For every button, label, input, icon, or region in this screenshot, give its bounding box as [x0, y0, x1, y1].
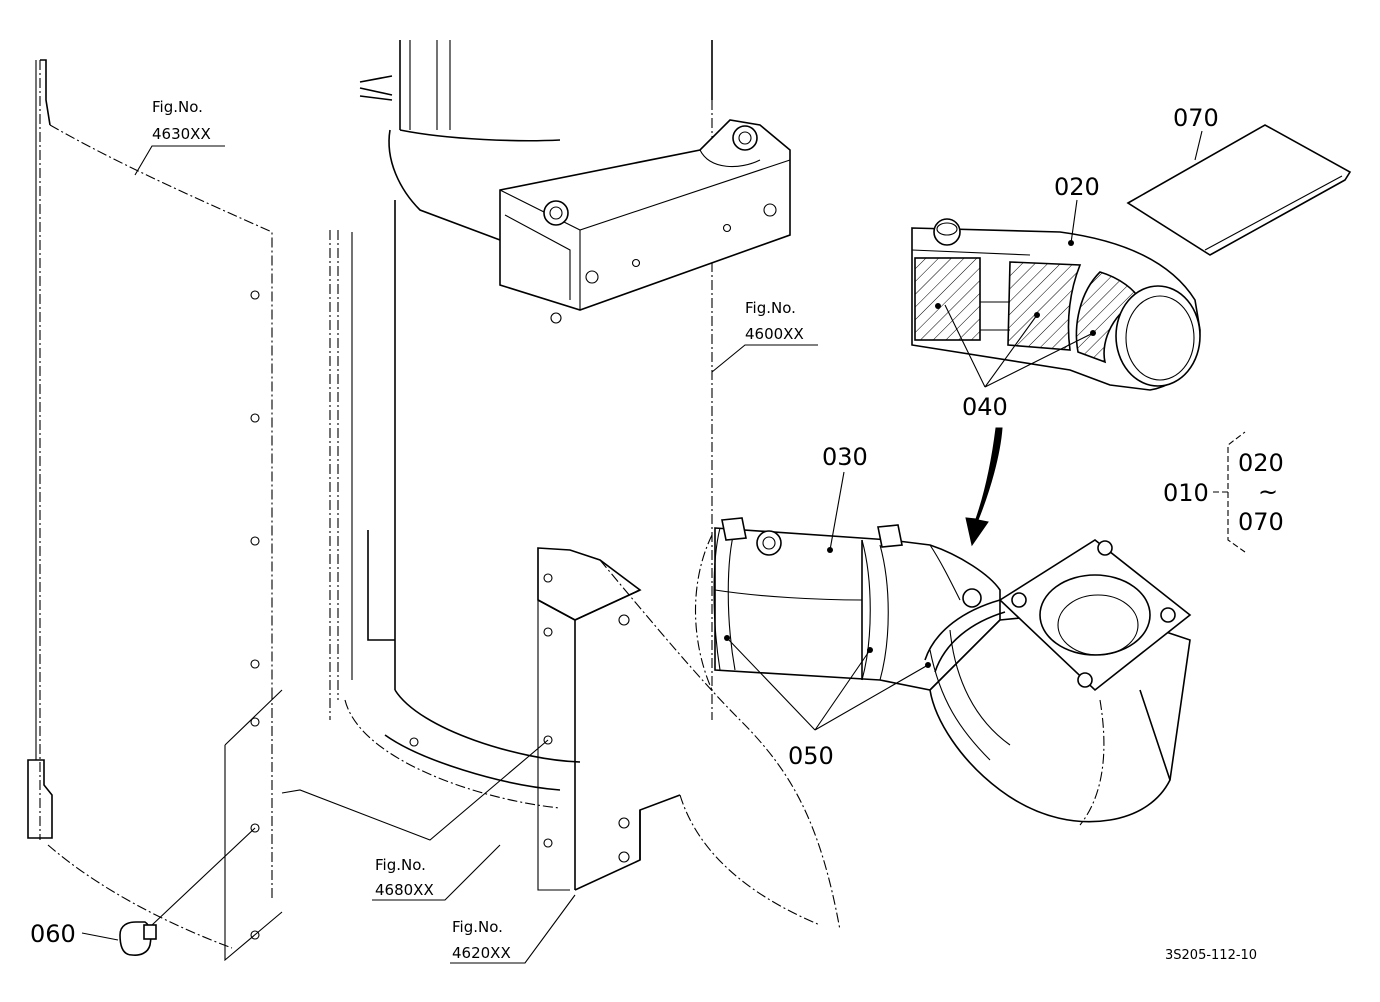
panel-holes	[250, 290, 260, 940]
instruction-sheet	[1126, 124, 1352, 256]
muffler-body	[329, 40, 713, 809]
figure-reference-labels: Fig.No. 4630XX Fig.No. 4600XX Fig.No. 46…	[152, 98, 804, 962]
exhaust-pipe-assembly	[695, 517, 1192, 826]
part-label-030: 030	[822, 443, 868, 471]
fig-4620-label: Fig.No.	[452, 918, 503, 936]
part-label-070: 070	[1173, 104, 1219, 132]
side-cover-panel	[27, 59, 283, 962]
fig-4680-label: Fig.No.	[375, 856, 426, 874]
bracket-tilde: ~	[1258, 478, 1278, 506]
part-number-labels: 070 020 040 030 010 020 ~ 070 050 060	[30, 104, 1284, 948]
drawing-code: 3S205-112-10	[1165, 948, 1257, 963]
fig-4600-label: Fig.No.	[745, 299, 796, 317]
upper-clamp-bracket	[499, 119, 791, 324]
bracket-from-label: 020	[1238, 449, 1284, 477]
fig-4620-number: 4620XX	[452, 944, 511, 962]
fig-4600-number: 4600XX	[745, 325, 804, 343]
fig-4630-label: Fig.No.	[152, 98, 203, 116]
part-label-020: 020	[1054, 173, 1100, 201]
bracket-to-label: 070	[1238, 508, 1284, 536]
part-label-010: 010	[1163, 479, 1209, 507]
fig-4680-number: 4680XX	[375, 881, 434, 899]
fig-4630-number: 4630XX	[152, 125, 211, 143]
bolt-060	[119, 921, 157, 956]
leader-lines	[81, 130, 1246, 964]
insulator-elbow	[911, 218, 1201, 391]
part-label-050: 050	[788, 742, 834, 770]
part-label-060: 060	[30, 920, 76, 948]
assembly-arrow	[965, 427, 1003, 547]
part-label-040: 040	[962, 393, 1008, 421]
lower-heat-shield	[537, 547, 841, 931]
